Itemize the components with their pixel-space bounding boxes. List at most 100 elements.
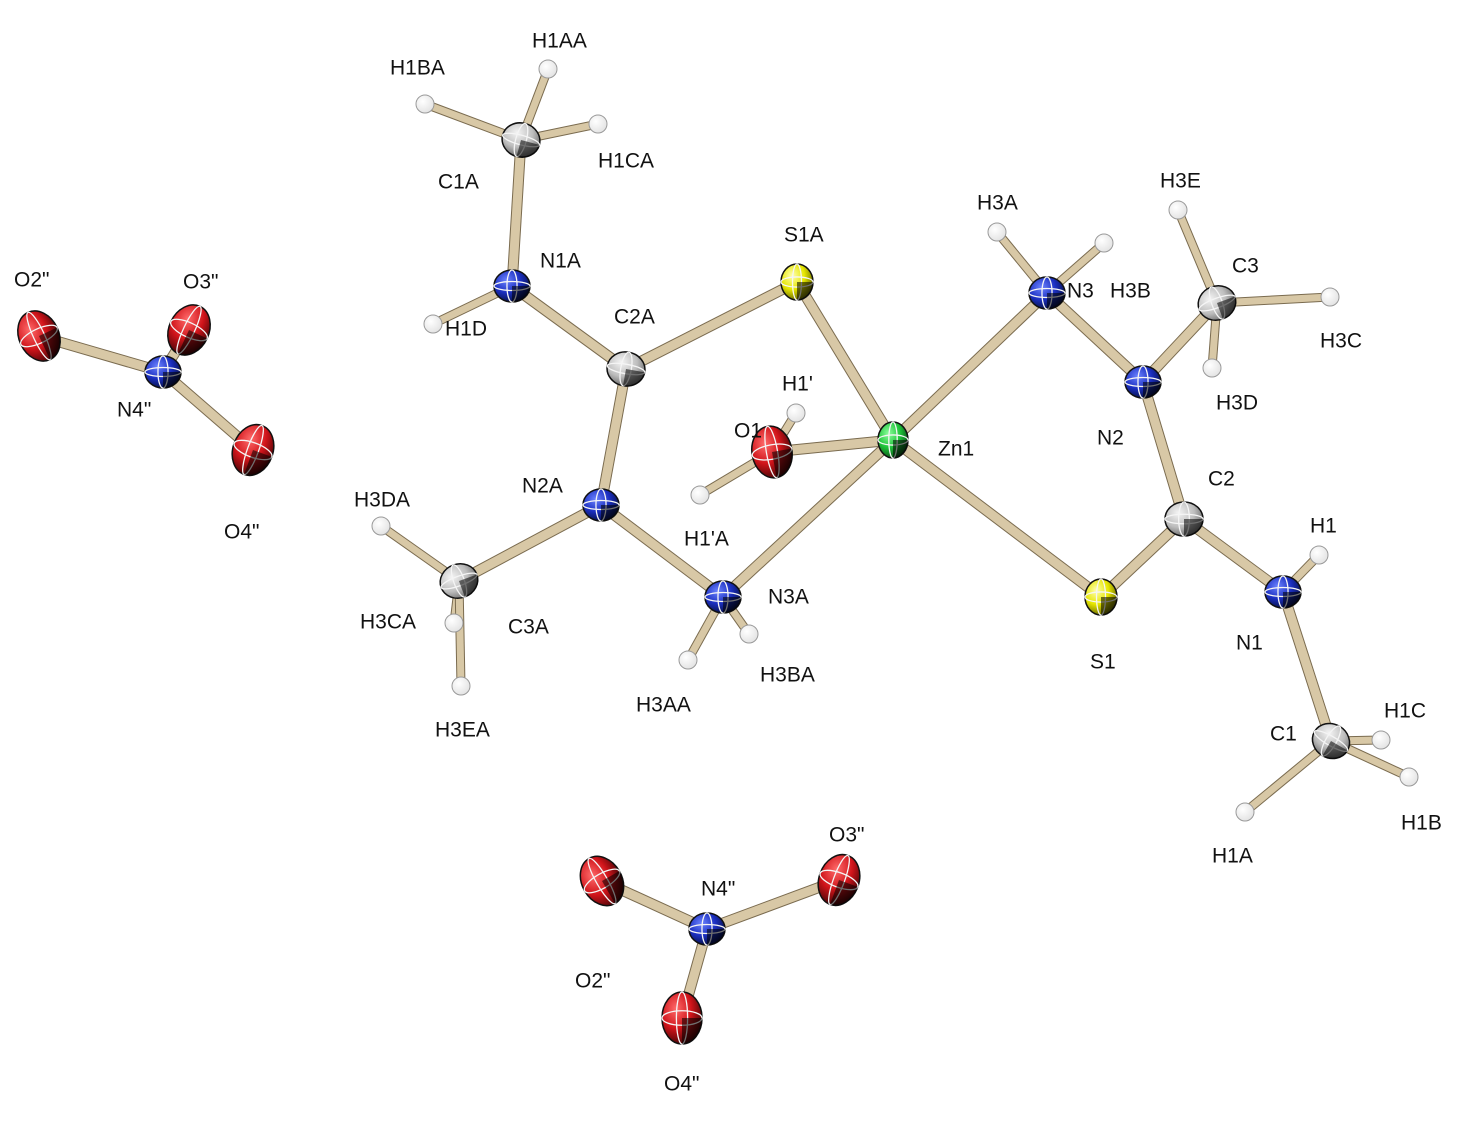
atom-h3b [1094,233,1114,253]
atom-c3-axis-minor [1208,286,1226,320]
atom-h1p [786,403,806,423]
atom-h1ba-ellipsoid [415,94,435,114]
label-o3b: O3" [829,824,864,847]
label-s1a: S1A [784,224,824,247]
label-h3a: H3A [977,192,1018,215]
atom-c3a-axis-major [440,572,478,590]
label-h3b: H3B [1110,280,1151,303]
atom-h1-ellipsoid [1309,545,1329,565]
atom-c1 [1311,722,1351,760]
atom-h1pa-ellipsoid [690,485,710,505]
atom-h3b-ellipsoid [1094,233,1114,253]
atom-n3a [704,580,742,614]
atom-h3a [987,222,1007,242]
atom-c3a-octant [459,574,478,597]
atom-c2-octant [1184,519,1203,536]
atom-o2b [579,855,625,907]
label-o4a: O4" [224,521,259,544]
label-h3ba: H3BA [760,664,815,687]
atom-h3e-ellipsoid [1168,200,1188,220]
atom-o3a [167,304,211,356]
atom-o4a [231,423,275,477]
atom-h1a [1235,802,1255,822]
bond-c2-s1 [1097,515,1188,601]
atom-s1-octant [1101,597,1117,615]
label-h1p: H1' [782,373,813,396]
atom-h1ca [588,114,608,134]
atom-c2a [606,351,646,387]
atom-o1-axis-minor [764,425,780,479]
bond-c2a-n2a [596,368,631,506]
atom-h3ca-ellipsoid [444,613,464,633]
bond-n2a-n3a [598,501,726,601]
atom-n1 [1264,575,1302,609]
bond-n2-c2 [1138,380,1189,521]
atom-c1a-axis-major [501,132,541,148]
bond-c2a-n1a [509,282,629,373]
label-zn1: Zn1 [938,438,974,461]
label-o2a: O2" [14,269,49,292]
atom-c2 [1164,501,1204,537]
atom-n3 [1028,276,1066,310]
label-h3e: H3E [1160,170,1201,193]
label-h1ba: H1BA [390,57,445,80]
label-n1: N1 [1236,632,1263,655]
atom-o3a-octant [178,330,208,356]
atom-o3b-octant [830,880,858,906]
label-h3da: H3DA [354,489,410,512]
bond-n1a-c1a [507,139,526,287]
atom-h1d [423,314,443,334]
label-n1a: N1A [540,250,581,273]
atom-h3d [1202,358,1222,378]
label-n2a: N2A [522,475,563,498]
bond-c2-n1 [1181,515,1286,596]
atom-c2a-axis-minor [619,351,633,387]
label-h3d: H3D [1216,392,1258,415]
atom-n4b [688,912,726,946]
atom-c1a [501,122,541,158]
atom-o2a-octant [39,327,61,360]
labels-layer: Zn1S1AS1O1N3N3AN2N2AN1N1AC1C2C3C1AC2AC3A… [14,30,1442,1096]
atom-h1aa-ellipsoid [538,59,558,79]
label-h3aa: H3AA [636,694,691,717]
label-o3a: O3" [183,271,218,294]
atom-h3ba [739,624,759,644]
label-s1: S1 [1090,651,1116,674]
label-o1: O1 [734,420,762,443]
atom-zn1 [877,421,909,459]
label-n2: N2 [1097,427,1124,450]
atom-n4a [144,355,182,389]
label-o2b: O2" [575,970,610,993]
atom-o2a-axis-minor [26,311,52,361]
bond-s1a-c2a [623,277,800,374]
bond-n1-c1 [1278,590,1336,743]
label-h1b: H1B [1401,812,1442,835]
atom-c1-octant [1322,741,1348,759]
label-h1d: H1D [445,318,487,341]
label-c2: C2 [1208,468,1235,491]
label-o4b: O4" [664,1073,699,1096]
atom-h3d-ellipsoid [1202,358,1222,378]
atom-o3b [817,853,861,907]
label-n4b: N4" [701,878,735,901]
atom-h3aa [678,650,698,670]
atom-h3da-ellipsoid [371,516,391,536]
atom-h1ba [415,94,435,114]
label-c1a: C1A [438,171,479,194]
atom-o2a [17,310,61,362]
atom-n2-octant [1143,382,1161,398]
atom-h1b [1399,767,1419,787]
atom-h1d-ellipsoid [423,314,443,334]
atom-n1-octant [1283,592,1301,608]
atom-o2b-octant [602,871,624,904]
atom-s1 [1084,578,1118,616]
label-h1c: H1C [1384,700,1426,723]
atom-n3a-octant [723,597,741,613]
atom-o1-octant [772,448,793,478]
atom-h3aa-ellipsoid [678,650,698,670]
atom-zn1-octant [893,440,908,458]
label-h1aa: H1AA [532,30,587,53]
label-h3ea: H3EA [435,719,490,742]
label-c3a: C3A [508,616,549,639]
